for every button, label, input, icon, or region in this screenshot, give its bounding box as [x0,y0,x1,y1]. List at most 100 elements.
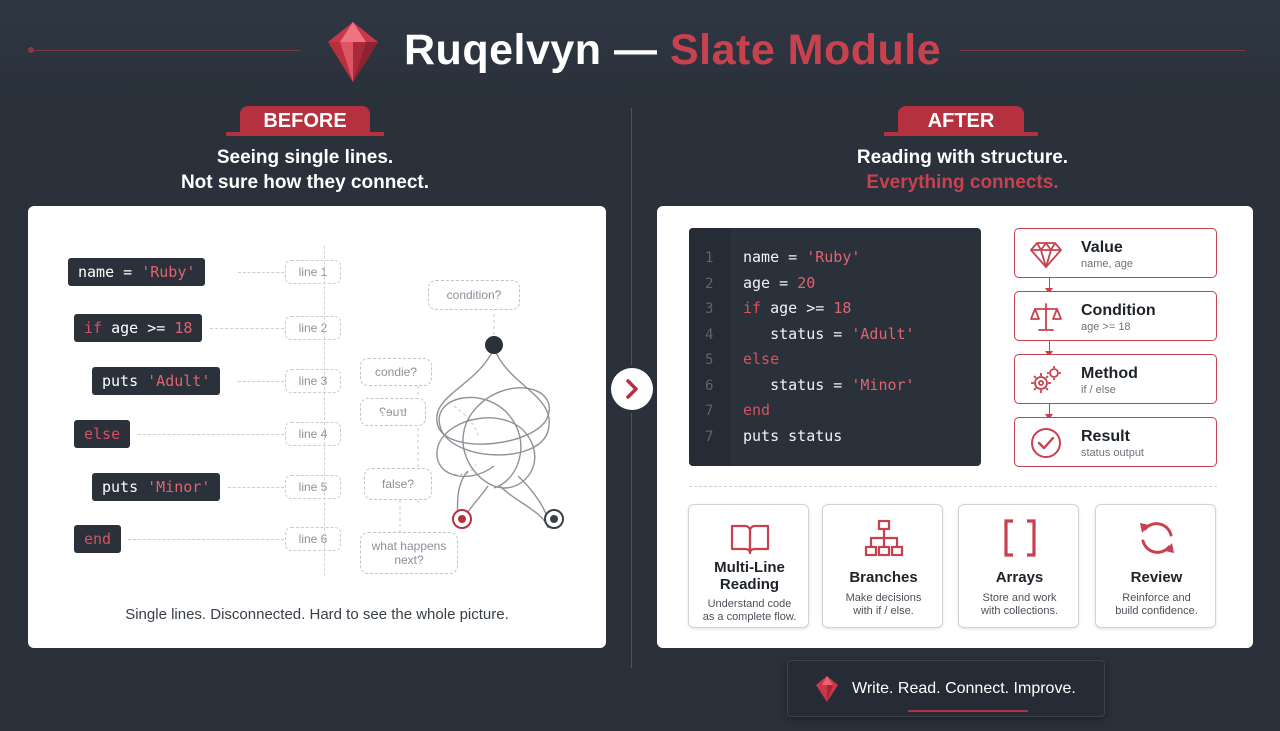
card-multi-line-reading[interactable]: Multi-Line Reading Understand code as a … [688,504,809,628]
after-subtitle-line1: Reading with structure. [856,147,1069,168]
footer-underline [908,710,1028,712]
line-tag-3: line 3 [285,369,341,393]
line-number: 1 [705,250,714,266]
card-sub-line2: with if / else. [853,605,914,617]
code-line-3: if age >= 18 [743,299,851,317]
chip-text: puts [102,372,148,390]
refresh-icon [1140,522,1174,554]
connector-dash [228,487,284,488]
chip-number: 18 [174,319,193,337]
step-result: Result status output [1014,417,1217,467]
line-number-gutter [689,228,731,466]
chip-keyword: if [84,319,103,337]
bubble-condie: condie? [360,358,432,386]
chip-text: puts [102,478,148,496]
step-connector-arrow [1045,404,1053,420]
after-label: AFTER [884,106,1038,136]
before-subtitle: Seeing single lines. Not sure how they c… [90,145,520,195]
code-string: 'Minor' [851,376,915,394]
chip-keyword: end [84,530,112,548]
code-chip-line2: if age >= 18 [74,314,203,342]
footer-tagline-bar: Write. Read. Connect. Improve. [787,660,1105,717]
card-sub-line2: with collections. [980,605,1059,617]
connector-dash [238,272,284,273]
brackets-icon [1004,519,1036,557]
card-title: Review [1130,569,1183,586]
chip-string: 'Minor' [147,478,211,496]
line-number: 7 [705,429,714,445]
card-sub-line2: build confidence. [1115,605,1198,617]
card-sub-line1: Store and work [982,592,1057,604]
step-connector-arrow [1045,278,1053,294]
connector-dash [238,381,284,382]
vertical-dashed-guide [324,246,325,576]
before-subtitle-line1: Seeing single lines. [216,147,394,168]
title-accent: Slate Module [669,26,942,74]
bubble-what-happens-next: what happens next? [360,532,458,574]
step-subtitle: name, age [1081,258,1133,270]
chip-string: 'Adult' [147,372,211,390]
code-text: age >= [761,299,834,317]
code-chip-line6: end [74,525,122,553]
code-line-4: status = 'Adult' [743,325,915,343]
step-subtitle: age >= 18 [1081,321,1131,333]
code-number: 18 [833,299,852,317]
title-main: Ruqelvyn — [404,26,658,74]
step-title: Value [1081,239,1123,256]
line-number: 5 [705,352,714,368]
card-arrays[interactable]: Arrays Store and work with collections. [958,504,1079,628]
code-text: name = [743,248,807,266]
step-condition: Condition age >= 18 [1014,291,1217,341]
scales-icon [1030,303,1062,331]
bubble-false: false? [364,468,432,500]
line-tag-4: line 4 [285,422,341,446]
chip-keyword: else [84,425,121,443]
code-chip-line1: name = 'Ruby' [68,258,206,286]
chip-text: name = [78,263,142,281]
step-title: Result [1081,428,1130,445]
card-title: Arrays [995,569,1044,586]
code-keyword: if [743,299,762,317]
card-title-line1: Multi-Line [714,559,785,576]
code-line-6: status = 'Minor' [743,376,915,394]
check-circle-icon [1031,428,1061,458]
code-line-8: puts status [743,427,842,445]
after-panel: 1 2 3 4 5 6 7 7 name = 'Ruby' age = 20 i… [657,206,1253,648]
bubble-condition: condition? [428,280,520,310]
step-title: Condition [1081,302,1156,319]
code-text: status = [743,376,852,394]
code-line-1: name = 'Ruby' [743,248,860,266]
step-subtitle: if / else [1081,384,1116,396]
step-connector-arrow [1045,341,1053,357]
line-number: 7 [705,403,714,419]
after-subtitle-line2: Everything connects. [866,172,1059,193]
line-tag-6: line 6 [285,527,341,551]
before-label: BEFORE [226,106,384,136]
card-review[interactable]: Review Reinforce and build confidence. [1095,504,1216,628]
before-panel: name = 'Ruby' if age >= 18 puts 'Adult' … [28,206,606,648]
connector-dash [128,539,284,540]
before-subtitle-line2: Not sure how they connect. [180,172,430,193]
tangled-logic-illustration [399,308,564,536]
line-tag-5: line 5 [285,475,341,499]
chip-text: age >= [102,319,175,337]
line-number: 2 [705,276,714,292]
card-sub-line1: Make decisions [845,592,922,604]
tree-branch-icon [864,519,904,557]
code-keyword: else [743,350,780,368]
code-string: 'Adult' [851,325,915,343]
code-number: 20 [797,274,816,292]
code-text: status = [743,325,852,343]
code-line-5: else [743,350,779,368]
card-branches[interactable]: Branches Make decisions with if / else. [822,504,943,628]
next-arrow-button[interactable] [611,368,653,410]
chip-string: 'Ruby' [141,263,196,281]
line-number: 3 [705,301,714,317]
code-chip-line3: puts 'Adult' [92,367,221,395]
code-editor: 1 2 3 4 5 6 7 7 name = 'Ruby' age = 20 i… [689,228,981,466]
open-book-icon [730,524,770,555]
code-chip-line5: puts 'Minor' [92,473,221,501]
step-method: Method if / else [1014,354,1217,404]
chevron-right-icon [626,379,638,399]
code-line-2: age = 20 [743,274,815,292]
